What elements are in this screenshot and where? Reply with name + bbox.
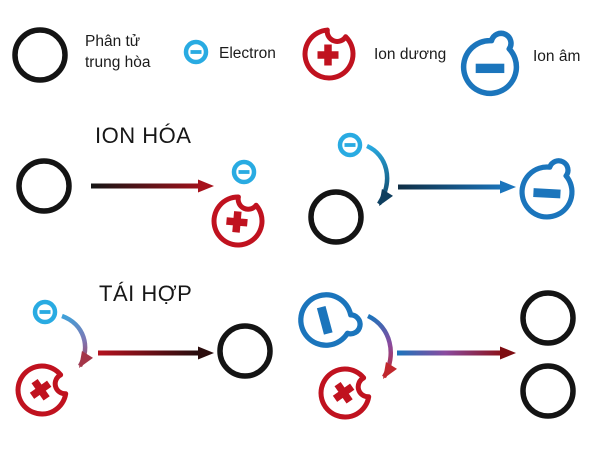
legend-label-neutral-molecule: Phân tử trung hòa: [85, 33, 151, 71]
ionization-right-arrow: [398, 180, 516, 194]
recombination-right-negative-ion-icon: [295, 287, 363, 351]
ionization-right-electron-icon: [340, 135, 360, 155]
legend-positive-ion-icon: [305, 30, 353, 78]
recombination-left-neutral-icon: [220, 326, 270, 376]
recombination-left-electron-capture-arrow: [61, 313, 93, 372]
recombination-right-arrow: [397, 346, 516, 360]
ionization-left-neutral-icon: [19, 161, 69, 211]
legend-neutral-molecule-icon: [15, 30, 65, 80]
ionization-left-positive-ion-icon: [212, 195, 264, 247]
recombination-left-arrow: [98, 346, 214, 360]
recombination-right-merge-arrow: [366, 313, 397, 383]
legend-label-electron: Electron: [219, 45, 276, 62]
recombination-left-positive-ion-icon: [9, 357, 76, 424]
ionization-right-electron-capture-arrow: [365, 143, 393, 210]
section-title-ionization: ION HÓA: [95, 123, 192, 148]
legend-negative-ion-icon: [464, 33, 517, 93]
legend-label-negative-ion: Ion âm: [533, 48, 581, 65]
ionization-left-electron-icon: [234, 162, 254, 182]
recombination-right-positive-ion-icon: [312, 360, 379, 427]
ionization-right-negative-ion-icon: [521, 159, 574, 218]
ionization-left-arrow: [91, 179, 214, 193]
recombination-left-electron-icon: [35, 302, 55, 322]
recombination-right-neutral-top-icon: [523, 293, 573, 343]
recombination-right-neutral-bottom-icon: [523, 366, 573, 416]
ionization-right-neutral-icon: [311, 192, 361, 242]
legend-label-positive-ion: Ion dương: [374, 46, 447, 63]
section-title-recombination: TÁI HỢP: [99, 281, 193, 306]
legend-electron-icon: [186, 42, 206, 62]
